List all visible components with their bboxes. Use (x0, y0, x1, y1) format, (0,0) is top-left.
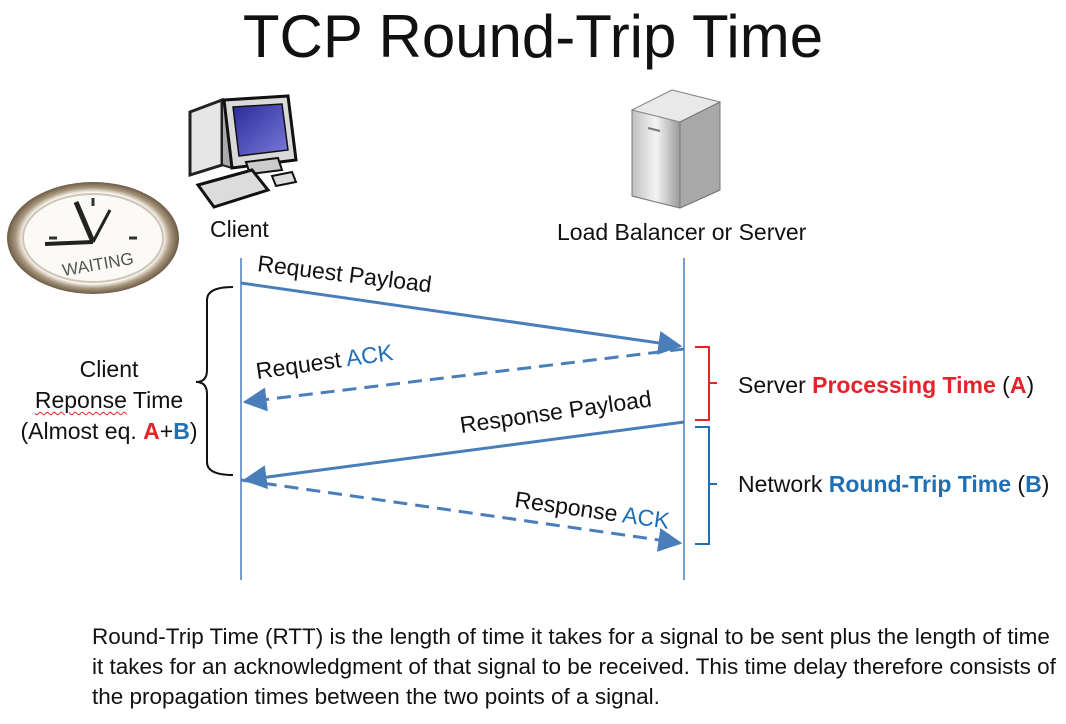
client-label: Client (210, 216, 269, 242)
computer-icon (188, 94, 298, 209)
server-label: Load Balancer or Server (557, 219, 807, 245)
server-processing-time-label: Server Processing Time (A) (738, 372, 1035, 398)
server-icon (630, 89, 722, 209)
response-ack-arrow (240, 478, 683, 552)
processing-time-bracket (695, 346, 717, 421)
network-rtt-bracket (695, 426, 717, 545)
clock-icon: WAITING (7, 182, 179, 294)
client-response-brace (195, 286, 234, 476)
client-response-time-label: Client Reponse Time (Almost eq. A+B) (20, 356, 198, 444)
rtt-description: Round-Trip Time (RTT) is the length of t… (92, 624, 1056, 709)
response-payload-arrow (242, 420, 685, 490)
request-ack-arrow (242, 347, 685, 412)
request-payload-arrow (240, 281, 683, 355)
page-title: TCP Round-Trip Time (242, 3, 824, 70)
network-rtt-label: Network Round-Trip Time (B) (738, 471, 1050, 497)
